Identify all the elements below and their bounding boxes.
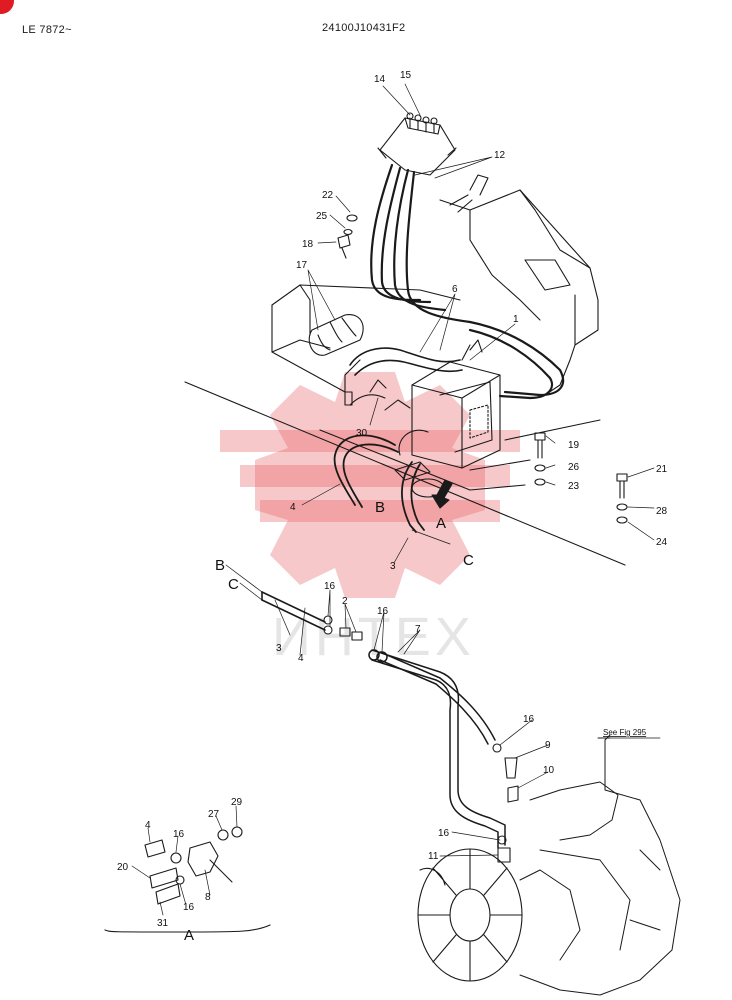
callout-17: 17	[296, 260, 308, 271]
callout-22: 22	[322, 190, 334, 201]
callout-3-upper: 3	[390, 561, 396, 572]
letter-b-middle: B	[215, 557, 225, 574]
engine-outline	[519, 734, 681, 996]
callout-21: 21	[656, 464, 668, 475]
callout-12: 12	[494, 150, 506, 161]
letter-a-upper: A	[436, 515, 446, 532]
callout-26: 26	[568, 462, 580, 473]
hose-6	[349, 347, 463, 376]
view-a-label: A	[184, 927, 194, 944]
callout-18: 18	[302, 239, 314, 250]
callout-9: 9	[545, 740, 551, 751]
letter-c-middle: C	[228, 576, 239, 593]
callout-19: 19	[568, 440, 580, 451]
callout-4-upper: 4	[290, 502, 296, 513]
callout-28: 28	[656, 506, 668, 517]
callout-25: 25	[316, 211, 328, 222]
callout-labels: 14 15 12 22 25 18 17 6 1 30 19 26 23 21 …	[117, 70, 668, 944]
pipe-3-4-pair	[261, 591, 326, 631]
oil-cooler	[411, 339, 501, 469]
cooling-fan	[417, 848, 523, 982]
part-number: 24100J10431F2	[322, 22, 406, 34]
callout-4-detail: 4	[145, 820, 151, 831]
callout-10: 10	[543, 765, 555, 776]
watermark-text: ИНТЕХ	[272, 607, 475, 667]
callout-31: 31	[157, 918, 169, 929]
callout-2: 2	[342, 596, 348, 607]
callout-16-d: 16	[438, 828, 450, 839]
leader-lines	[131, 83, 661, 916]
frame-structure	[184, 174, 626, 566]
filter-element	[308, 314, 364, 356]
callout-20: 20	[117, 862, 129, 873]
callout-15: 15	[400, 70, 412, 81]
callout-1: 1	[513, 314, 519, 325]
view-arrow	[431, 479, 453, 509]
serial-range: LE 7872~	[22, 24, 72, 36]
watermark-logo	[220, 372, 520, 598]
callout-27: 27	[208, 809, 220, 820]
hose-bundle	[370, 163, 565, 400]
callout-3-middle: 3	[276, 643, 282, 654]
callout-16-e: 16	[173, 829, 185, 840]
callout-16-b: 16	[377, 606, 389, 617]
view-a-detail	[104, 826, 271, 933]
callout-14: 14	[374, 74, 386, 85]
hose-4-upper	[333, 434, 399, 508]
pipe-bracket	[377, 112, 457, 176]
callout-29: 29	[231, 797, 243, 808]
callout-16-a: 16	[324, 581, 336, 592]
hose-3-upper	[401, 461, 425, 533]
callout-4-middle: 4	[298, 653, 304, 664]
callout-23: 23	[568, 481, 580, 492]
see-fig-reference: See Fig 295	[603, 728, 647, 737]
bolt-19-set	[534, 432, 546, 486]
callout-16-f: 16	[183, 902, 195, 913]
callout-24: 24	[656, 537, 668, 548]
bolt-18-set	[337, 214, 358, 259]
callout-30: 30	[356, 428, 368, 439]
letter-c-upper: C	[463, 552, 474, 569]
letter-b-upper: B	[375, 499, 385, 516]
pipe-7	[368, 649, 506, 849]
callout-11: 11	[428, 851, 439, 862]
callout-7: 7	[415, 624, 421, 635]
callout-6: 6	[452, 284, 458, 295]
callout-8: 8	[205, 892, 211, 903]
bolt-21-set	[616, 473, 628, 524]
callout-16-c: 16	[523, 714, 535, 725]
